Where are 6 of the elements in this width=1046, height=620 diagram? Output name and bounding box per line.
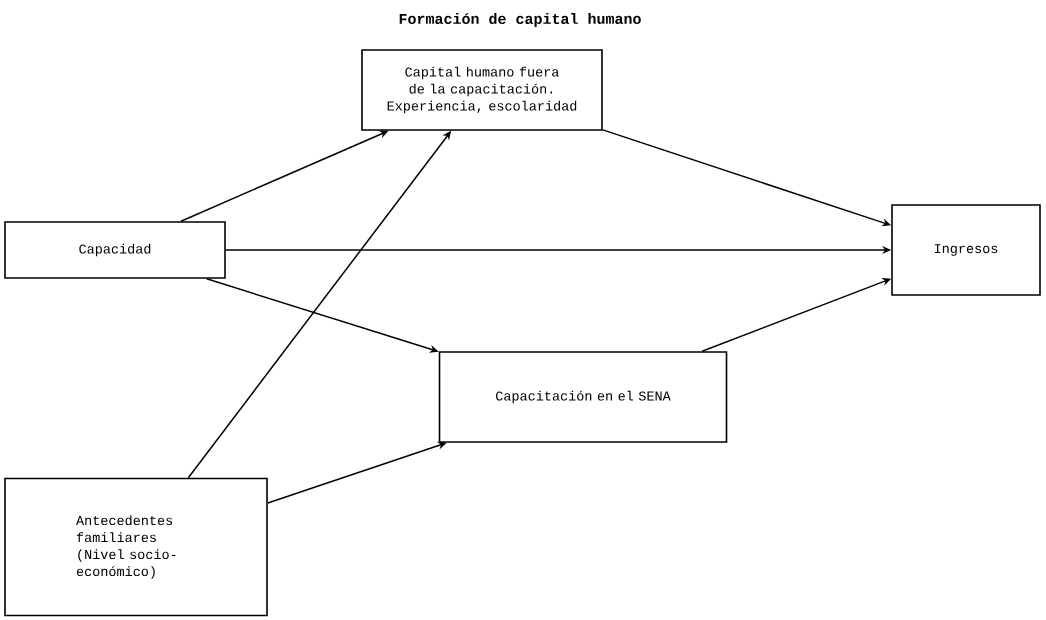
box: Capacitación en el SENA [438, 351, 728, 443]
box: Ingresos [891, 204, 1041, 296]
box: Capital humano fuera de la capacitación. Experiencia, escolaridad [361, 49, 603, 131]
box: Antecedentes familiares (Nivel socio-económico) [4, 477, 268, 617]
title: Formación de capital humano [399, 13, 641, 27]
box: Capacidad [4, 221, 226, 279]
